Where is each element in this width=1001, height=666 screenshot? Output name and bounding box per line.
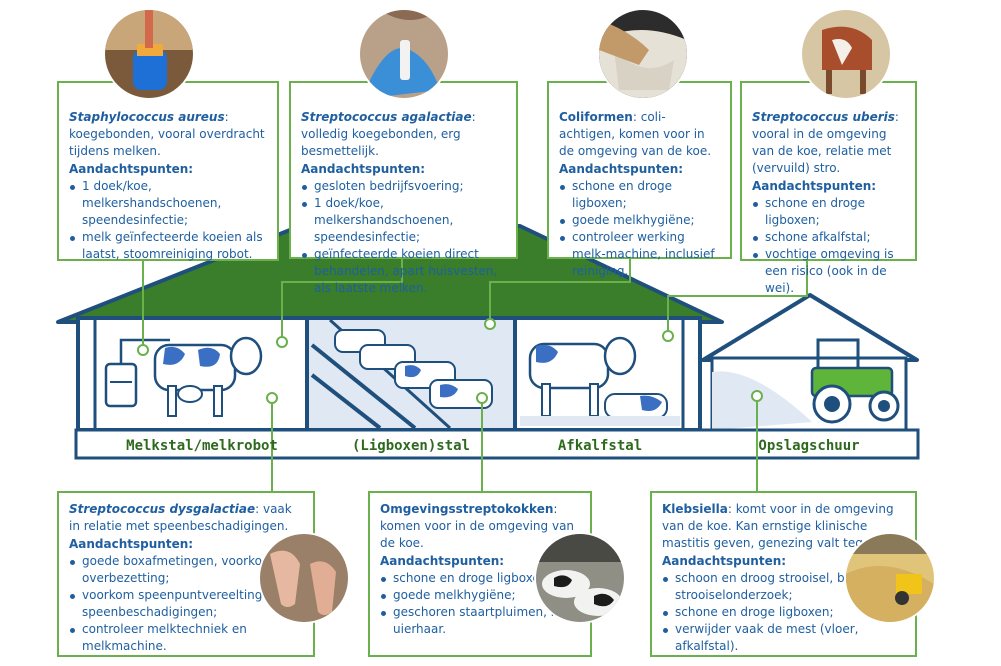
list-item: schone en droge ligboxen;: [380, 570, 580, 587]
info-box-staph-aureus: Staphylococcus aureus: koegebonden, voor…: [57, 81, 279, 261]
attention-heading: Aandachtspunten:: [301, 162, 426, 176]
udder-cleaning-photo: [597, 8, 689, 100]
attention-heading: Aandachtspunten:: [752, 179, 877, 193]
list-item: geschoren staartpluimen, kort uierhaar.: [380, 604, 580, 638]
organism-desc: : coli-achtigen, komen voor in de omgevi…: [559, 110, 712, 158]
info-box-strep-uberis: Streptococcus uberis: vooral in de omgev…: [740, 81, 917, 295]
organism-desc: : volledig koegebonden, erg besmettelijk…: [301, 110, 476, 158]
attention-list: schone en droge ligboxen; schone afkalfs…: [752, 195, 905, 297]
list-item: goede melkhygiëne;: [559, 212, 720, 229]
organism-name: Klebsiella: [662, 502, 728, 516]
organism-desc: : vaak in relatie met speenbeschadiginge…: [69, 502, 292, 533]
list-item: melk geïnfecteerde koeien als laatst, st…: [69, 229, 267, 263]
organism-name: Staphylococcus aureus: [69, 110, 225, 124]
label-melkstal: Melkstal/melkrobot: [126, 438, 278, 454]
info-box-coliformen: Coliformen: coli-achtigen, komen voor in…: [547, 81, 732, 278]
attention-heading: Aandachtspunten:: [662, 554, 787, 568]
sawdust-photo: [844, 532, 936, 624]
attention-list: schone en droge ligboxen; goede melkhygi…: [380, 570, 580, 638]
label-afkalfstal: Afkalfstal: [557, 438, 643, 454]
attention-list: goede boxafmetingen, voorkom overbezetti…: [69, 553, 303, 655]
list-item: schone en droge ligboxen;: [662, 604, 905, 621]
attention-list: schoon en droog strooisel, bij twijfel s…: [662, 570, 905, 655]
info-box-klebsiella: Klebsiella: komt voor in de omgeving van…: [650, 491, 917, 657]
attention-heading: Aandachtspunten:: [559, 162, 684, 176]
list-item: verwijder vaak de mest (vloer, afkalfsta…: [662, 621, 905, 655]
connector-lines: [142, 258, 808, 492]
list-item: 1 doek/koe, melkershandschoenen, speende…: [301, 195, 506, 246]
gloved-hand-photo: [358, 8, 450, 100]
attention-list: 1 doek/koe, melkershandschoenen, speende…: [69, 178, 267, 263]
list-item: schoon en droog strooisel, bij twijfel s…: [662, 570, 905, 604]
attention-list: schone en droge ligboxen; goede melkhygi…: [559, 178, 720, 280]
list-item: vochtige omgeving is een risico (ook in …: [752, 246, 905, 297]
organism-name: Streptococcus dysgalactiae: [69, 502, 256, 516]
label-ligboxenstal: (Ligboxen)stal: [351, 438, 470, 454]
list-item: geïnfecteerde koeien direct behandelen, …: [301, 246, 506, 297]
organism-desc: : komt voor in de omgeving van de koe. K…: [662, 502, 894, 550]
organism-name: Streptococcus uberis: [752, 110, 895, 124]
organism-desc: : koegebonden, vooral overdracht tijdens…: [69, 110, 265, 158]
attention-list: gesloten bedrijfsvoering; 1 doek/koe, me…: [301, 178, 506, 297]
calving-cow-icon: [520, 336, 680, 426]
organism-name: Streptococcus agalactiae: [301, 110, 472, 124]
organism-desc: : komen voor in de omgeving van de koe.: [380, 502, 575, 550]
tractor-icon: [810, 338, 900, 424]
label-band: [74, 428, 920, 460]
list-item: voorkom speenpuntvereelting en speenbesc…: [69, 587, 303, 621]
info-box-strep-agalactiae: Streptococcus agalactiae: volledig koege…: [289, 81, 518, 295]
list-item: schone afkalfstal;: [752, 229, 905, 246]
list-item: schone en droge ligboxen;: [752, 195, 905, 229]
list-item: gesloten bedrijfsvoering;: [301, 178, 506, 195]
organism-name: Omgevingsstreptokokken: [380, 502, 554, 516]
label-opslagschuur: Opslagschuur: [758, 438, 860, 454]
list-item: schone en droge ligboxen;: [559, 178, 720, 212]
list-item: controleer werking melk-machine, inclusi…: [559, 229, 720, 280]
milking-robot-icon: [104, 338, 170, 408]
attention-heading: Aandachtspunten:: [69, 162, 194, 176]
list-item: 1 doek/koe, melkershandschoenen, speende…: [69, 178, 267, 229]
connector-dots: [137, 318, 763, 404]
attention-heading: Aandachtspunten:: [380, 554, 505, 568]
attention-heading: Aandachtspunten:: [69, 537, 194, 551]
calf-photo: [800, 8, 892, 100]
lying-cows-photo: [534, 532, 626, 624]
milking-cup-photo: [103, 8, 195, 100]
list-item: goede melkhygiëne;: [380, 587, 580, 604]
list-item: goede boxafmetingen, voorkom overbezetti…: [69, 553, 303, 587]
cow-icon: [153, 336, 263, 417]
freestall-barn-icon: [309, 318, 513, 430]
organism-name: Coliformen: [559, 110, 633, 124]
list-item: controleer melktechniek en melkmachine.: [69, 621, 303, 655]
organism-desc: : vooral in de omgeving van de koe, rela…: [752, 110, 899, 175]
teat-photo: [258, 532, 350, 624]
